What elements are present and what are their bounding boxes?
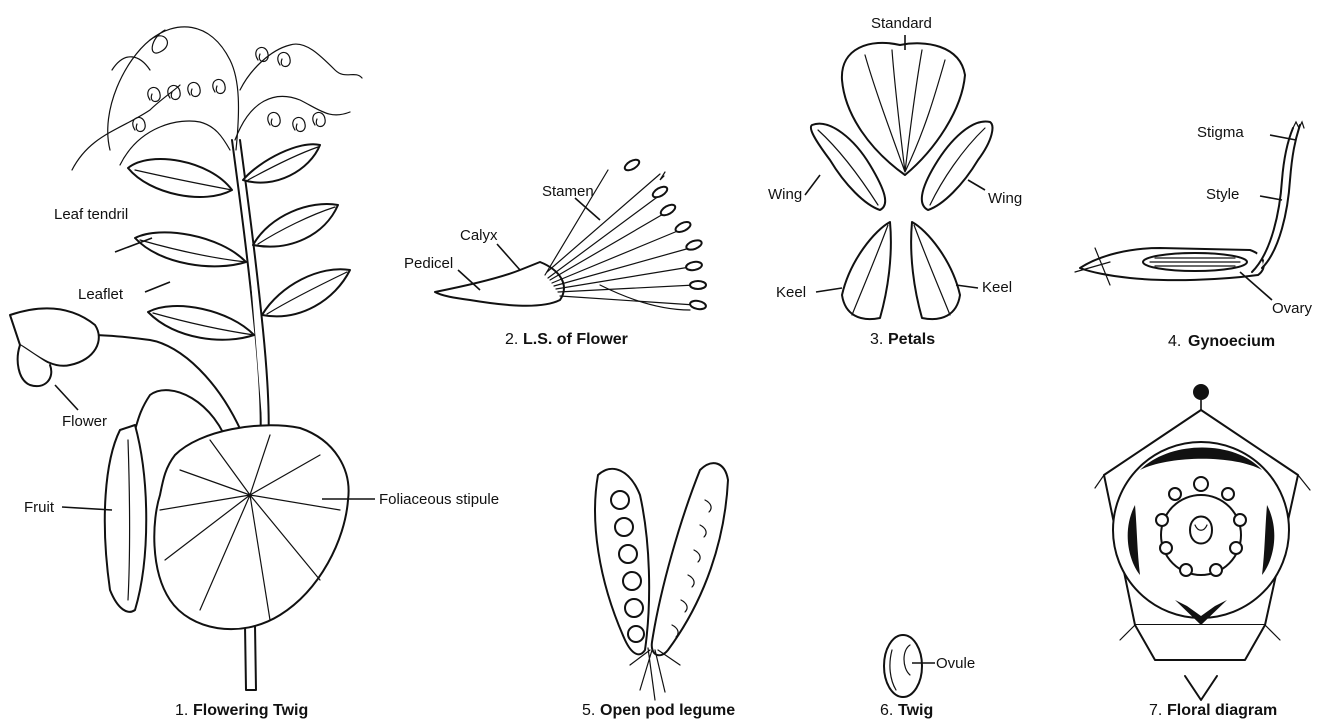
open-pod-illustration [595,463,728,700]
caption-twig: Flowering Twig [193,702,308,719]
floral-diagram-illustration [1095,384,1310,700]
flowering-twig-illustration [10,27,362,690]
gynoecium-illustration [1075,122,1304,285]
label-style: Style [1206,186,1239,203]
flower-leader [55,385,78,410]
label-standard: Standard [871,15,932,32]
caption-petals: Petals [888,331,935,348]
label-foliaceous-stipule: Foliaceous stipule [379,491,499,508]
keel-right-leader [956,285,978,288]
caption-gynoecium: Gynoecium [1188,333,1275,350]
label-keel-right: Keel [982,279,1012,296]
label-calyx: Calyx [460,227,498,244]
calyx-leader [497,244,520,270]
caption-petals-number: 3. [870,331,883,348]
caption-floral-diagram: Floral diagram [1167,702,1277,719]
label-wing-right: Wing [988,190,1022,207]
caption-ls-flower: L.S. of Flower [523,331,628,348]
label-stigma: Stigma [1197,124,1244,141]
stigma-leader [1270,135,1296,140]
caption-seed: Twig [898,702,933,719]
caption-gynoecium-number: 4. [1168,333,1181,350]
petals-illustration [811,43,993,319]
keel-left-leader [816,288,842,292]
caption-ls-number: 2. [505,331,518,348]
ovule-illustration [884,635,922,697]
leaflet-leader [145,282,170,292]
wing-right-leader [968,180,985,190]
label-ovary: Ovary [1272,300,1313,317]
label-leaflet: Leaflet [78,286,124,303]
label-wing-left: Wing [768,186,802,203]
caption-seed-number: 6. [880,702,893,719]
caption-floral-number: 7. [1149,702,1162,719]
label-ovule: Ovule [936,655,975,672]
caption-twig-number: 1. [175,702,188,719]
wing-left-leader [805,175,820,195]
label-flower: Flower [62,413,107,430]
label-keel-left: Keel [776,284,806,301]
caption-pod: Open pod legume [600,702,735,719]
mother-axis [1193,384,1209,400]
label-fruit: Fruit [24,499,55,516]
stamen-leader [575,198,600,220]
label-stamen: Stamen [542,183,594,200]
caption-pod-number: 5. [582,702,595,719]
label-pedicel: Pedicel [404,255,453,272]
label-leaf-tendril: Leaf tendril [54,206,128,223]
